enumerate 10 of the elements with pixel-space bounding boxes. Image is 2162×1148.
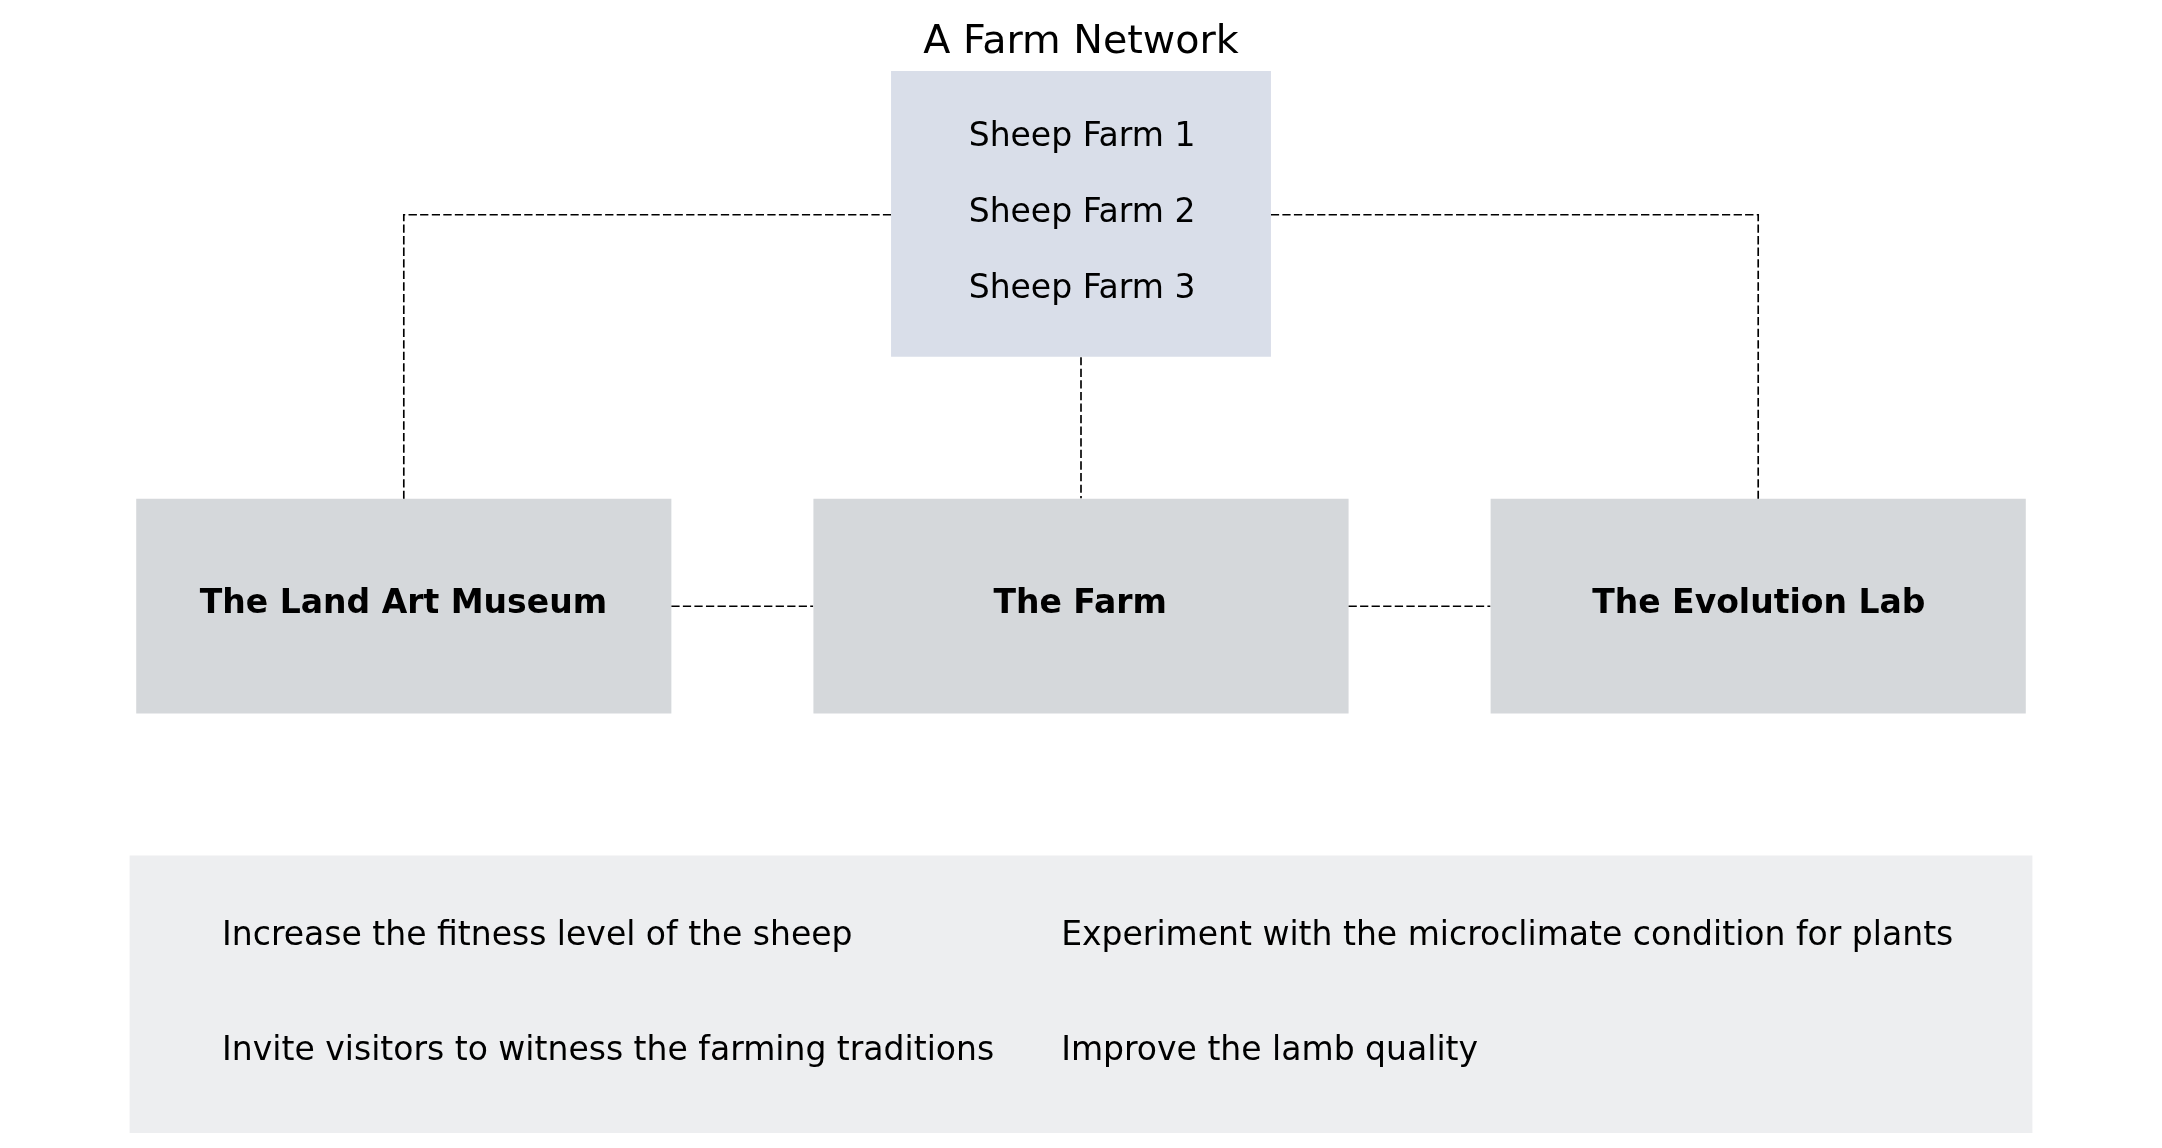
connector: [402, 213, 892, 500]
connector: [1347, 605, 1492, 608]
connector: [670, 605, 814, 608]
node-box: The Land Art Museum: [136, 498, 672, 714]
node-box: Sheep Farm 1 Sheep Farm 2 Sheep Farm 3: [891, 71, 1271, 357]
node-box: The Farm: [813, 498, 1349, 714]
diagram-title: A Farm Network: [923, 16, 1239, 63]
node-box: The Evolution Lab: [1490, 498, 2026, 714]
connector: [1270, 213, 1760, 500]
connector: [1080, 356, 1082, 500]
